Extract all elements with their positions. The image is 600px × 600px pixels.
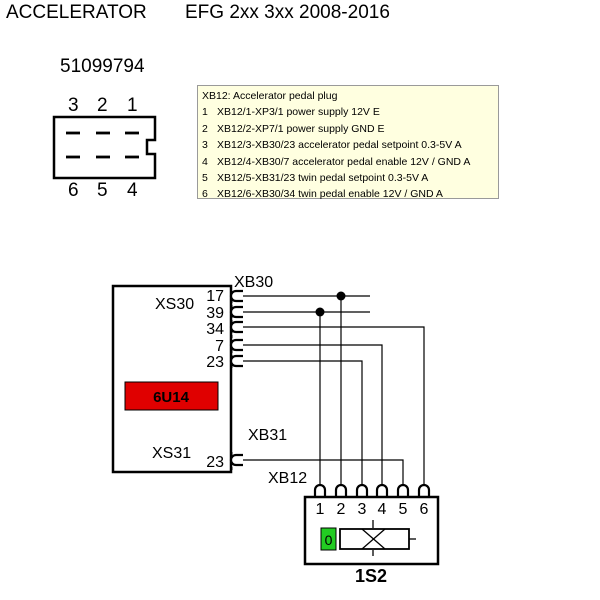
connector-face: [52, 115, 157, 180]
xb31-label: XB31: [248, 427, 287, 444]
page-title: ACCELERATOR: [6, 2, 147, 23]
pedal-pin-6-label: 6: [420, 501, 429, 518]
junction-dot: [336, 291, 346, 301]
xs31-socket: [229, 453, 243, 467]
connector-pin-3-label: 3: [68, 95, 79, 116]
model-range: EFG 2xx 3xx 2008-2016: [185, 2, 390, 23]
pin-assignment-row: 1 XB12/1-XP3/1 power supply 12V E: [202, 104, 494, 120]
xs30-sockets: [229, 289, 243, 368]
xs31-pin-23-label: 23: [206, 454, 224, 471]
pin-assignment-row: 6 XB12/6-XB30/34 twin pedal enable 12V / …: [202, 186, 494, 202]
row-text: XB12/2-XP7/1 power supply GND E: [217, 122, 385, 135]
pin-assignment-row: 3 XB12/3-XB30/23 accelerator pedal setpoi…: [202, 137, 494, 153]
xb30-label: XB30: [234, 274, 273, 291]
pedal-pin-3-label: 3: [358, 501, 367, 518]
pedal-pin-2-label: 2: [337, 501, 346, 518]
row-text: XB12/3-XB30/23 accelerator pedal setpoin…: [217, 139, 462, 152]
pedal-indicator-box: [320, 527, 337, 551]
module-label: 6U14: [153, 389, 190, 406]
pin-assignment-row: 4 XB12/4-XB30/7 accelerator pedal enable …: [202, 154, 494, 170]
pedal-pin-4-label: 4: [378, 501, 387, 518]
row-text: XB12/1-XP3/1 power supply 12V E: [217, 106, 380, 119]
row-number: 4: [202, 155, 208, 168]
connector-pin-2-label: 2: [97, 95, 108, 116]
xb12-sockets: [313, 483, 431, 496]
junction-dot: [315, 307, 325, 317]
connector-pin-marks: [66, 131, 139, 159]
xs30-pin-17-label: 17: [206, 288, 224, 305]
part-number: 51099794: [60, 56, 145, 77]
wire-xs30-23: [243, 360, 363, 487]
xb12-label: XB12: [268, 470, 307, 487]
module-label-box: [124, 381, 219, 411]
xs30-pin-23-label: 23: [206, 354, 224, 371]
pedal-indicator-value: 0: [325, 532, 333, 548]
xs30-label: XS30: [155, 296, 194, 313]
xs31-label: XS31: [152, 445, 191, 462]
pedal-sensor-body: [339, 528, 410, 550]
wire-xs30-34: [243, 326, 425, 487]
pin-assignment-row: 5 XB12/5-XB31/23 twin pedal setpoint 0.3-…: [202, 170, 494, 186]
row-number: 2: [202, 122, 208, 135]
xs30-pin-34-label: 34: [206, 321, 224, 338]
row-text: XB12/6-XB30/34 twin pedal enable 12V / G…: [217, 188, 443, 201]
pin-assignment-box: XB12: Accelerator pedal plug 1 XB12/1-XP3…: [197, 85, 499, 202]
pin-assignment-row: 2 XB12/2-XP7/1 power supply GND E: [202, 121, 494, 137]
connector-pin-6-label: 6: [68, 180, 79, 201]
connector-pin-1-label: 1: [127, 95, 138, 116]
pedal-label: 1S2: [355, 566, 387, 586]
connector-outline: [52, 115, 157, 180]
row-text: XB12/4-XB30/7 accelerator pedal enable 1…: [217, 155, 471, 168]
xs30-pin-39-label: 39: [206, 305, 224, 322]
xs30-pin-7-label: 7: [215, 338, 224, 355]
pedal-pin-1-label: 1: [316, 501, 325, 518]
connector-pin-5-label: 5: [97, 180, 108, 201]
row-number: 5: [202, 172, 208, 185]
pin-assignment-title: XB12: Accelerator pedal plug: [202, 90, 338, 102]
wire-xs31-23: [243, 459, 404, 487]
pedal-pin-5-label: 5: [399, 501, 408, 518]
controller-module: [111, 284, 233, 474]
row-text: XB12/5-XB31/23 twin pedal setpoint 0.3-5…: [217, 172, 429, 185]
wiring: [243, 295, 425, 487]
pedal-sensor-symbol: [361, 520, 416, 556]
row-number: 3: [202, 139, 208, 152]
connector-pin-4-label: 4: [127, 180, 138, 201]
wire-xs30-7: [243, 344, 383, 487]
row-number: 1: [202, 106, 208, 119]
row-number: 6: [202, 188, 208, 201]
